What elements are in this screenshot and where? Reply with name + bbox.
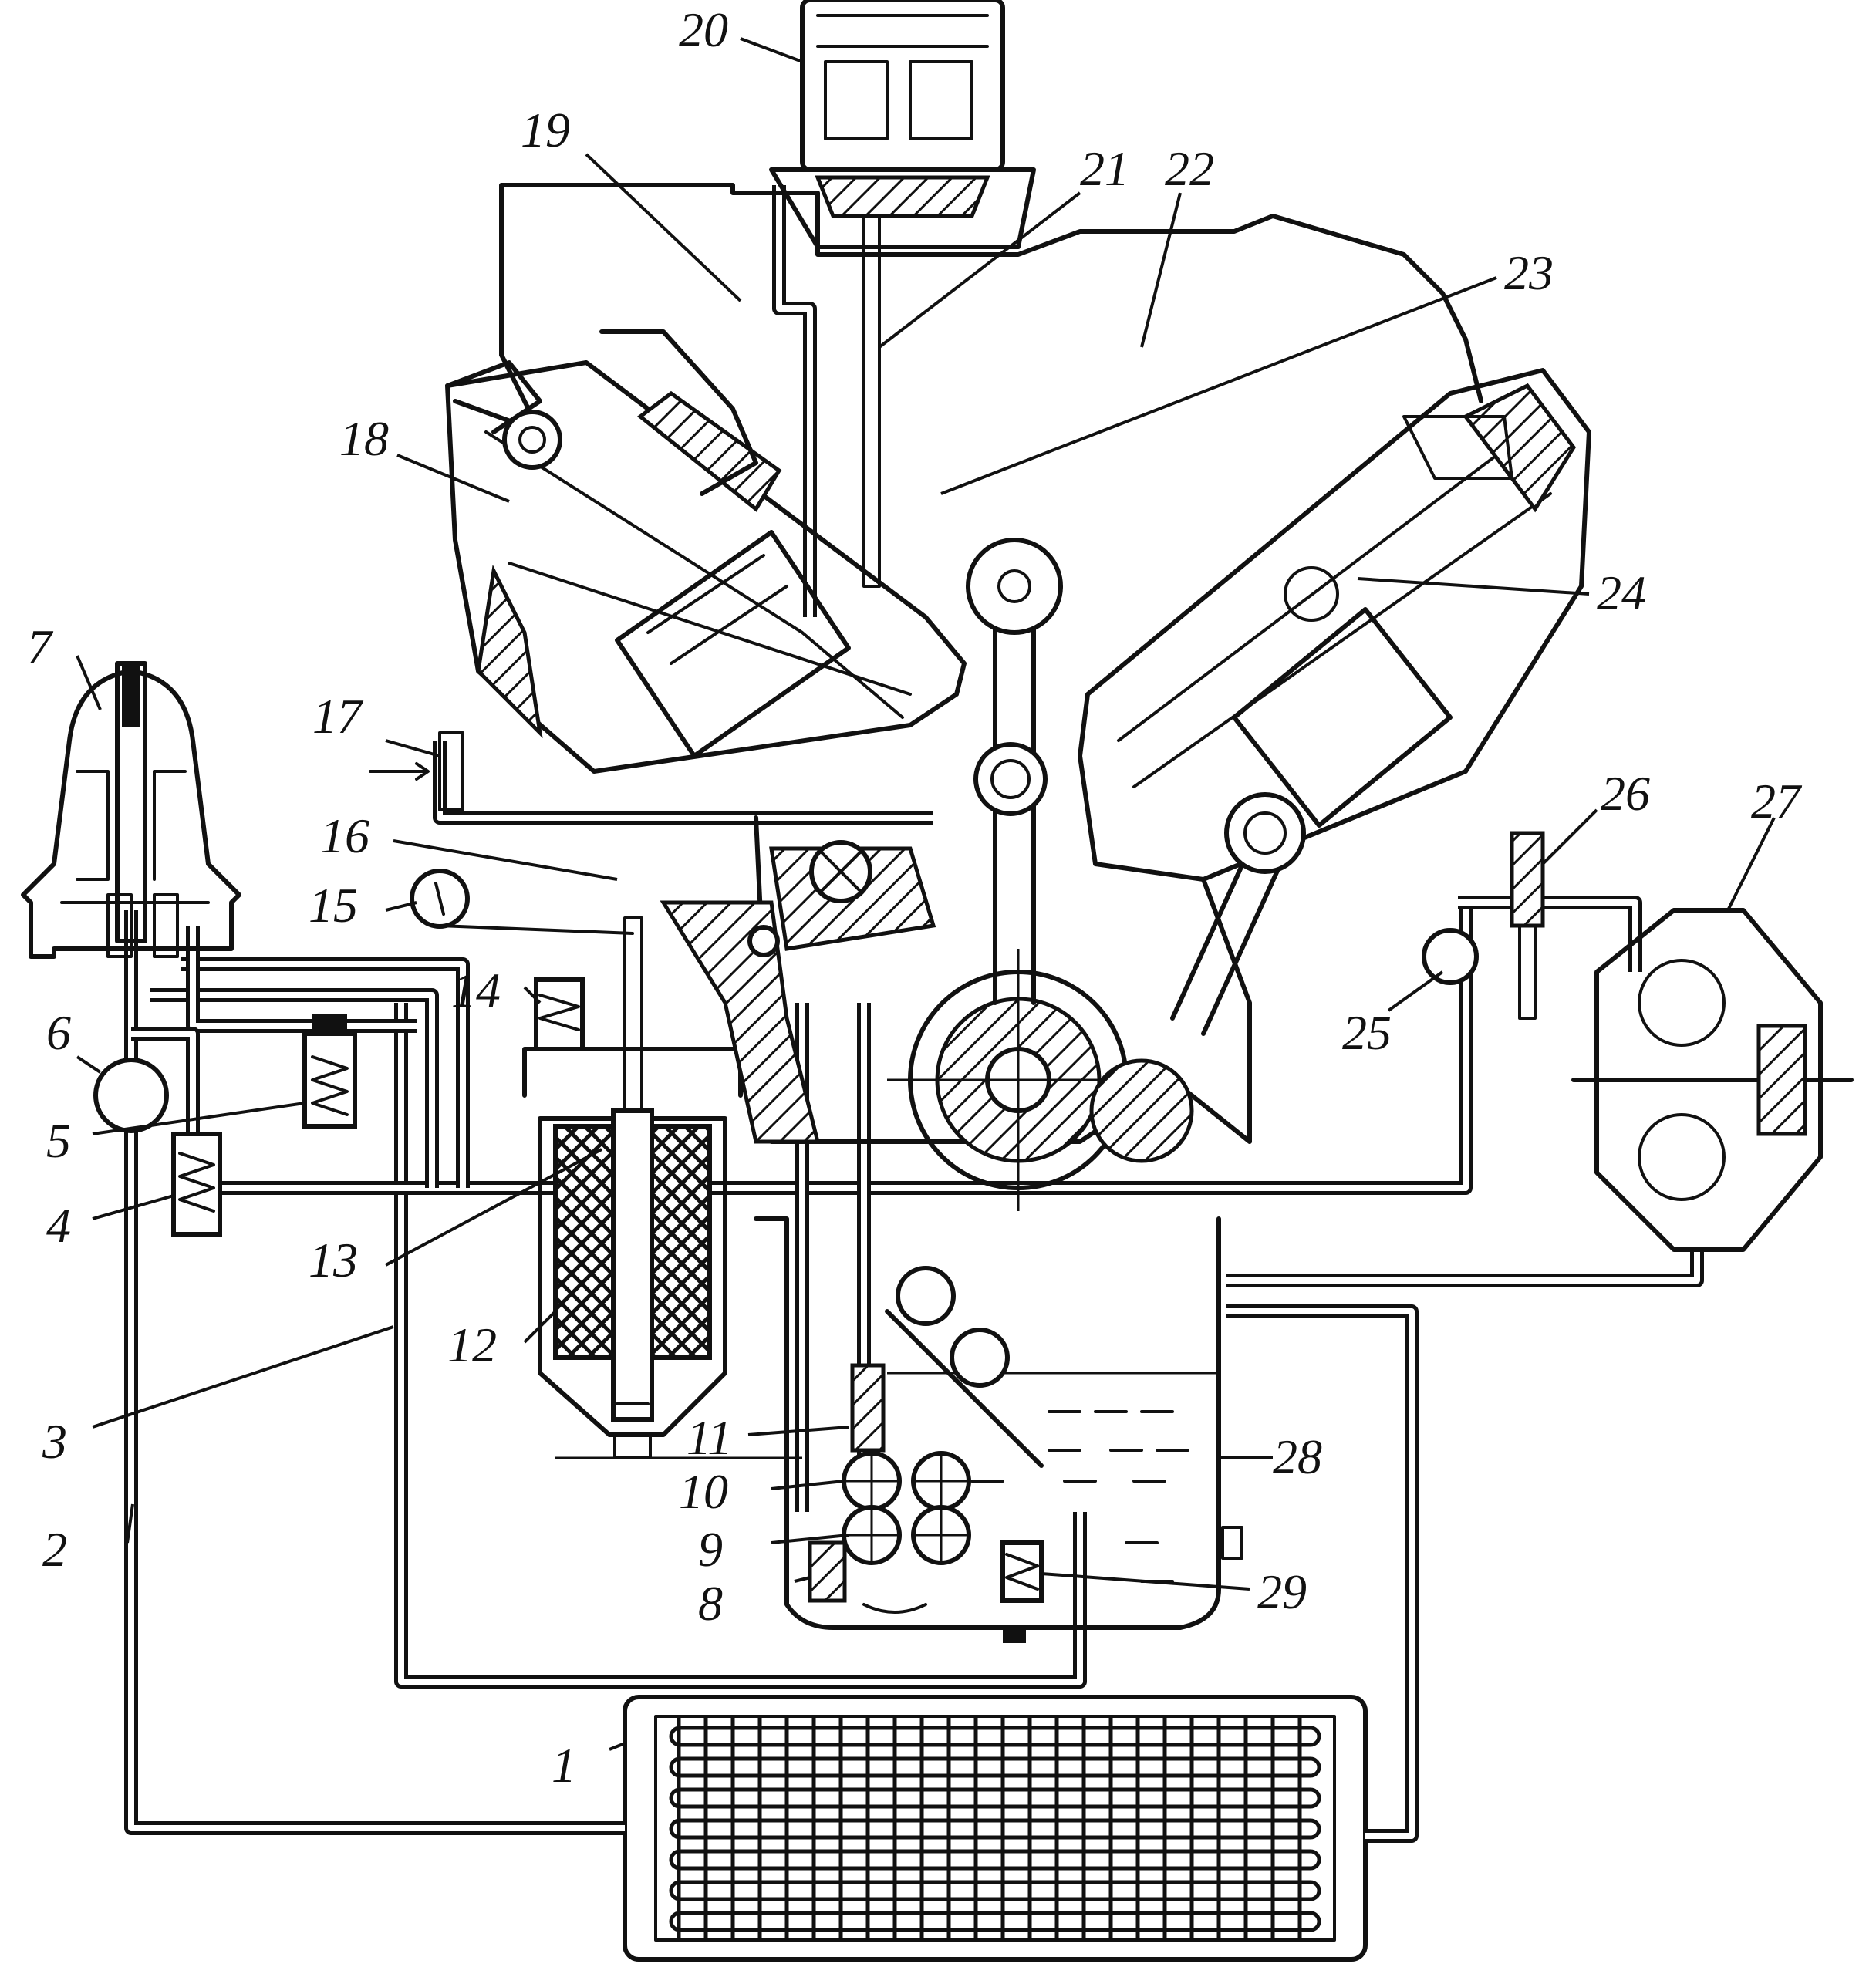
label-23: 23 [1504, 245, 1554, 300]
oil-sump [754, 1216, 1243, 1643]
label-6: 6 [46, 1005, 71, 1060]
pressure-gauge [410, 869, 470, 929]
label-1: 1 [552, 1738, 576, 1793]
label-17: 17 [312, 689, 364, 744]
label-14: 14 [451, 963, 501, 1017]
label-27: 27 [1751, 774, 1803, 828]
label-26: 26 [1601, 766, 1650, 821]
label-12: 12 [447, 1318, 497, 1372]
cooler-tube [669, 1880, 1321, 1901]
leader-lines [76, 37, 1776, 1751]
label-25: 25 [1342, 1005, 1392, 1060]
fluid-coupling [1571, 908, 1854, 1252]
valve-6 [93, 1058, 169, 1133]
label-16: 16 [320, 808, 369, 863]
label-4: 4 [46, 1198, 71, 1253]
engine-block [445, 183, 1591, 1211]
valve-25 [1422, 928, 1479, 985]
cooler-tube [669, 1911, 1321, 1932]
centrifugal-filter [21, 661, 241, 959]
label-13: 13 [309, 1233, 358, 1287]
cooler-tube [669, 1756, 1321, 1778]
cooler-tube [669, 1726, 1321, 1747]
labels: 1 2 3 4 5 6 7 8 9 10 11 12 13 14 15 16 1… [27, 2, 1803, 1793]
label-9: 9 [698, 1522, 723, 1577]
cooler-tube [669, 1818, 1321, 1840]
breather-17 [369, 731, 464, 811]
label-18: 18 [339, 411, 389, 466]
label-15: 15 [309, 878, 358, 933]
label-21: 21 [1080, 141, 1129, 196]
valve-4 [171, 1132, 222, 1237]
label-10: 10 [679, 1464, 728, 1519]
label-24: 24 [1597, 565, 1646, 620]
label-19: 19 [521, 103, 570, 157]
label-3: 3 [42, 1414, 67, 1469]
label-20: 20 [679, 2, 728, 57]
label-28: 28 [1273, 1429, 1322, 1484]
label-8: 8 [698, 1576, 723, 1631]
oil-cooler [623, 1695, 1368, 1962]
cooler-tube [669, 1787, 1321, 1809]
valve-5 [302, 1014, 357, 1129]
label-11: 11 [687, 1410, 732, 1465]
label-5: 5 [46, 1113, 71, 1168]
temperature-sensor-26 [1510, 831, 1545, 1020]
cooler-tube [669, 1849, 1321, 1871]
oil-filter [522, 916, 802, 1459]
label-2: 2 [42, 1522, 67, 1577]
label-22: 22 [1165, 141, 1214, 196]
compressor [769, 0, 1036, 588]
label-29: 29 [1257, 1564, 1307, 1619]
label-7: 7 [27, 619, 54, 674]
